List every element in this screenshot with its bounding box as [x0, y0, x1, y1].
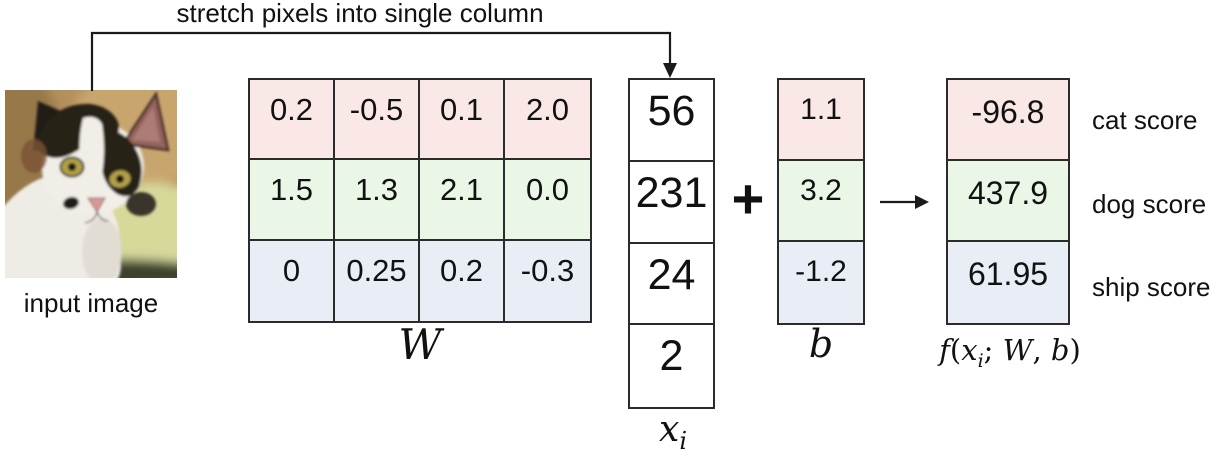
x-cell: 2 [630, 325, 713, 407]
w-cell: 0.2 [420, 240, 505, 321]
w-cell: 0.25 [335, 240, 420, 321]
ship-score-label: ship score [1092, 272, 1211, 302]
x-symbol: x [961, 333, 978, 367]
plus-operator: + [731, 167, 765, 230]
bias-vector-label: b [808, 322, 834, 366]
score-cell: 437.9 [948, 161, 1068, 242]
cat [5, 90, 170, 278]
score-function-label: f(xi; W, b) [890, 333, 1130, 373]
w-cell: 1.3 [335, 160, 420, 241]
w-cell: 2.0 [505, 80, 590, 161]
f-symbol: f [939, 333, 950, 367]
input-image-caption: input image [23, 288, 159, 318]
weight-matrix: 0.2 -0.5 0.1 2.0 1.5 1.3 2.1 0.0 0 0.25 … [248, 78, 592, 323]
score-cell: 61.95 [948, 242, 1068, 323]
w-cell: 1.5 [250, 160, 335, 241]
stretch-arrow-head [663, 63, 677, 78]
pixel-vector-label: xi [613, 408, 733, 453]
x-cell: 24 [630, 243, 713, 326]
w-cell: -0.3 [505, 240, 590, 321]
w-cell: 2.1 [420, 160, 505, 241]
cat-score-label: cat score [1092, 105, 1198, 135]
b-cell: -1.2 [779, 242, 863, 323]
open-paren: ( [949, 333, 962, 367]
i-subscript: i [977, 349, 984, 372]
w-cell: 0.0 [505, 160, 590, 241]
b-cell: 1.1 [779, 80, 863, 161]
w-symbol: W [1002, 333, 1033, 367]
x-cell: 231 [630, 161, 713, 244]
x-label-subscript: i [679, 427, 687, 453]
stretch-arrow-label: stretch pixels into single column [176, 0, 544, 28]
w-cell: 0 [250, 240, 335, 321]
pixel-column-vector: 56 231 24 2 [628, 78, 715, 409]
close-paren: ) [1069, 333, 1081, 367]
w-cell: 0.1 [420, 80, 505, 161]
score-vector: -96.8 437.9 61.95 [946, 78, 1070, 325]
b-cell: 3.2 [779, 161, 863, 242]
x-label-base: x [659, 409, 680, 450]
score-cell: -96.8 [948, 80, 1068, 161]
w-cell: 0.2 [250, 80, 335, 161]
w-cell: -0.5 [335, 80, 420, 161]
input-image [5, 90, 177, 278]
comma: , [1032, 333, 1042, 367]
b-symbol: b [1050, 333, 1070, 367]
x-cell: 56 [630, 80, 713, 162]
cat-photo-illustration [5, 90, 177, 278]
semicolon: ; [983, 333, 994, 367]
maps-to-arrow-head [915, 195, 929, 209]
dog-score-label: dog score [1092, 189, 1207, 219]
weight-matrix-label: W [398, 320, 442, 369]
bias-vector: 1.1 3.2 -1.2 [777, 78, 865, 325]
